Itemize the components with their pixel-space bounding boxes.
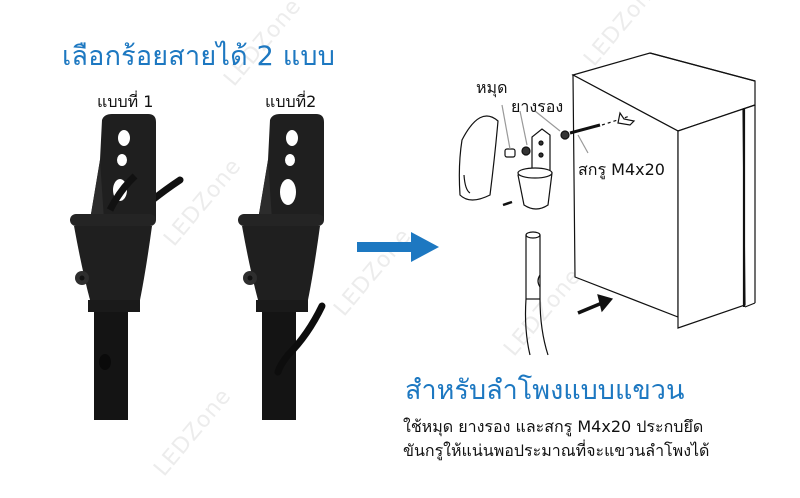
hanging-title: สำหรับลำโพงแบบแขวน	[405, 375, 685, 406]
assembly-diagram	[458, 52, 756, 356]
mount-option-1-image	[70, 114, 184, 420]
option-2-label: แบบที่2	[265, 92, 317, 111]
mount-option-2-image	[238, 114, 326, 420]
rubber-washer-label: ยางรอง	[511, 97, 564, 116]
screw-label: สกรู M4x20	[578, 160, 665, 179]
description-line-2: ขันกรูให้แน่นพอประมาณที่จะแขวนลำโพงได้	[403, 441, 710, 460]
page-title: เลือกร้อยสายได้ 2 แบบ	[62, 41, 336, 72]
option-1-label: แบบที่ 1	[97, 92, 154, 111]
hanging-description: ใช้หมุด ยางรอง และสกรู M4x20 ประกบยึด ขั…	[403, 415, 709, 463]
arrow-right-icon	[357, 232, 439, 262]
cap-label: หมุด	[476, 78, 508, 97]
description-line-1: ใช้หมุด ยางรอง และสกรู M4x20 ประกบยึด	[403, 417, 704, 436]
